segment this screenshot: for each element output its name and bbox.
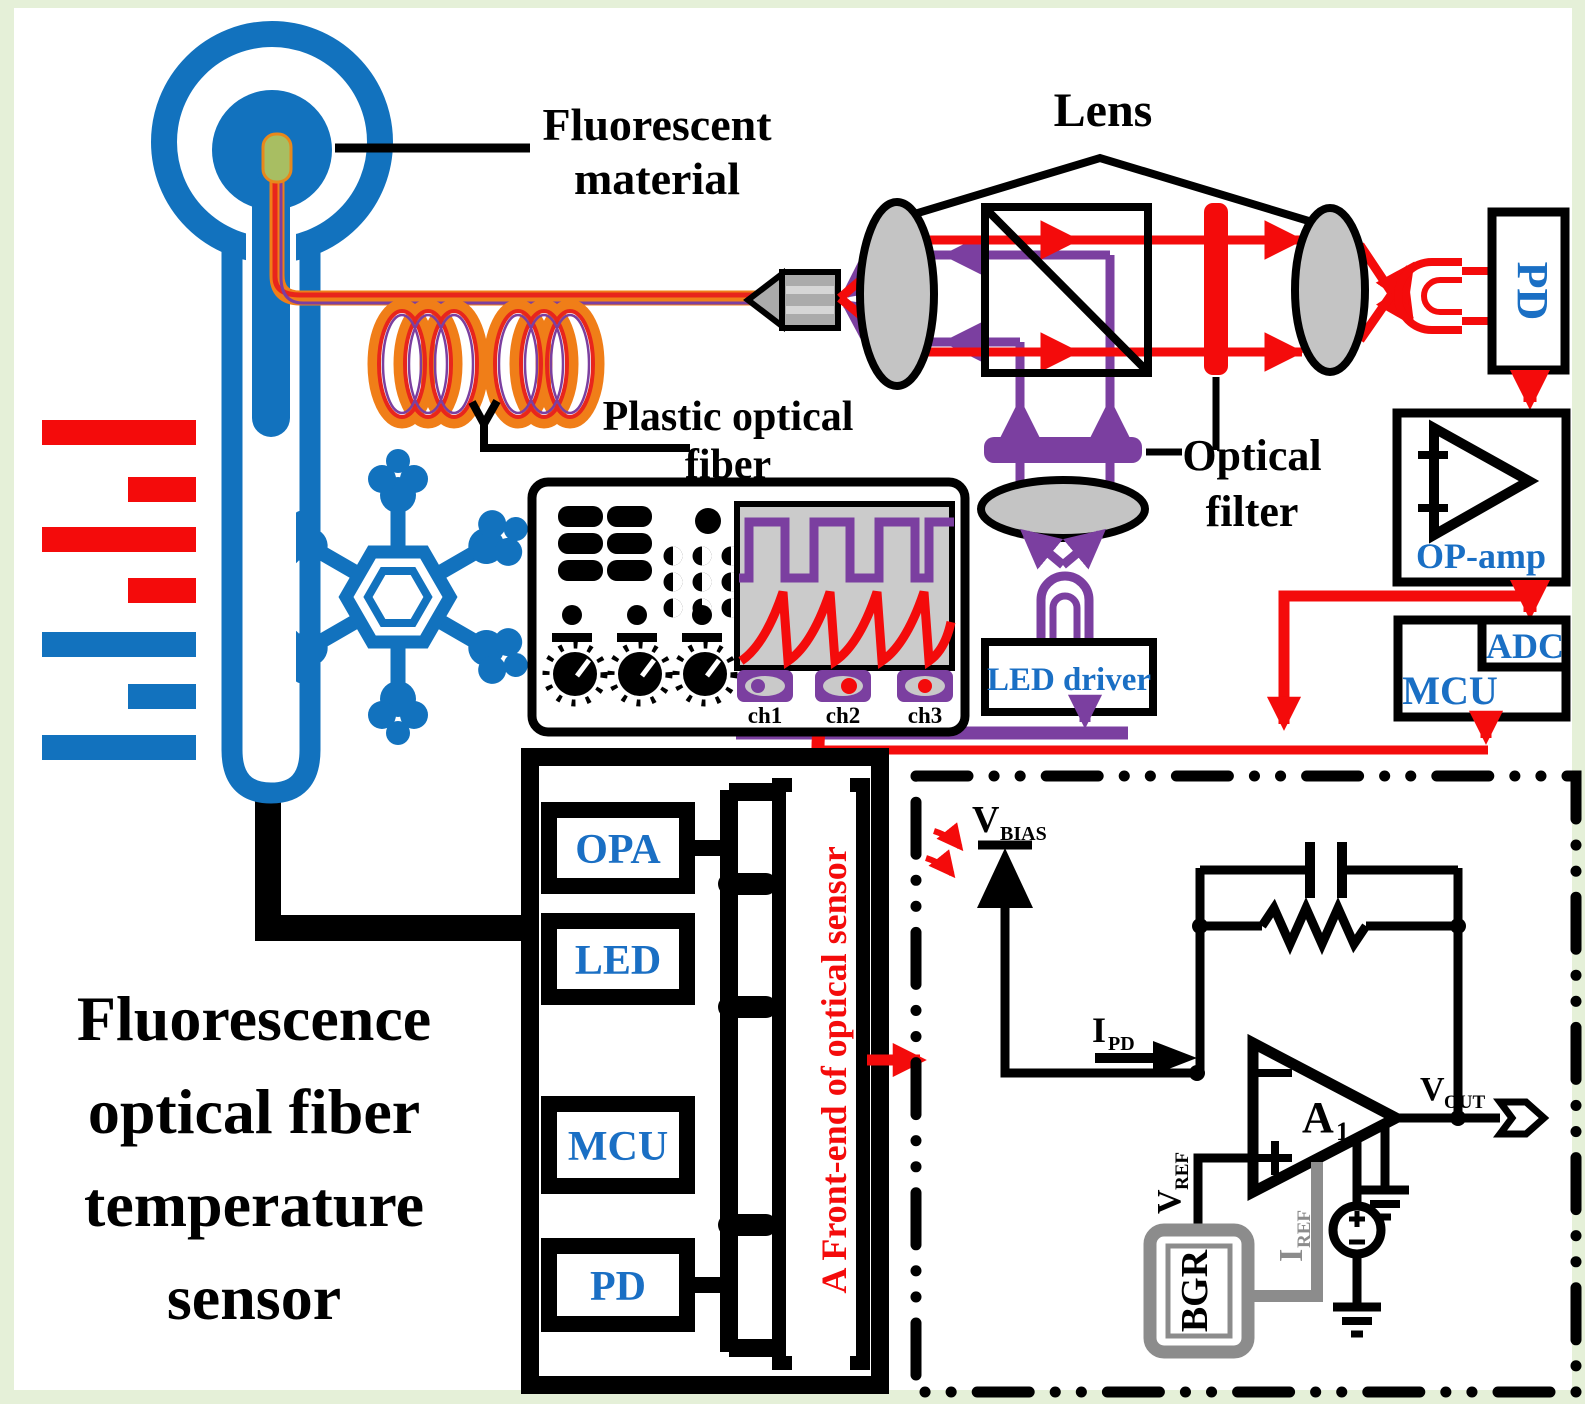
ch2-label: ch2: [826, 703, 861, 728]
purple-optical-filter: [984, 437, 1142, 463]
fluorescent-material-label-line2: material: [574, 153, 740, 204]
front-end-boundary-box: [910, 770, 1582, 1398]
vref-label: V REF: [1151, 1152, 1193, 1214]
opamp-triangle-icon: [1429, 419, 1540, 544]
ipd-label: I PD: [1092, 1010, 1135, 1055]
led-symbol: [1036, 571, 1094, 640]
coil-1: [367, 299, 489, 429]
square-wave-trace: [739, 517, 954, 583]
title-line4: sensor: [167, 1262, 341, 1333]
led-driver-module: LED driver: [981, 638, 1157, 716]
chip-mcu-label: MCU: [568, 1124, 668, 1170]
focusing-lens: [1291, 204, 1369, 376]
vref-main: V: [1151, 1189, 1188, 1214]
mcu-module: ADC MCU: [1393, 615, 1571, 722]
vref-wire: [1193, 1153, 1253, 1230]
vout-main: V: [1420, 1071, 1445, 1108]
oscilloscope-small-controls: [552, 605, 722, 642]
pd-module: PD: [1487, 207, 1570, 375]
opamp-module: OP-amp: [1392, 408, 1571, 587]
resistor-icon: [1258, 896, 1370, 956]
vbias-label: V BIAS: [972, 799, 1047, 845]
vbias-sub: BIAS: [1000, 823, 1047, 845]
red-optical-filter: [1204, 203, 1228, 375]
vout-terminal-icon: [1493, 1098, 1550, 1138]
led-driver-label: LED driver: [987, 662, 1151, 698]
chip-led-label: LED: [575, 938, 661, 984]
iref-sub: REF: [1294, 1210, 1315, 1248]
label-optical-filter: Optical filter: [1146, 377, 1322, 536]
vbias-main: V: [972, 799, 1000, 841]
coil-2: [483, 299, 605, 429]
sensor-chip: OPA LED MCU PD A Front-end of optical se…: [521, 748, 889, 1394]
adc-label: ADC: [1486, 626, 1564, 666]
current-source-icon: [1328, 1137, 1386, 1305]
oscilloscope-knobs: [546, 645, 734, 703]
pd-label: PD: [1508, 262, 1557, 321]
iref-label: I REF: [1273, 1210, 1315, 1262]
plastic-fiber-label-line1: Plastic optical: [603, 394, 854, 440]
feedback-network: [1195, 842, 1463, 1118]
probe-to-chip-wire: [255, 788, 540, 941]
title-line1: Fluorescence: [77, 983, 431, 1054]
bgr-label: BGR: [1174, 1249, 1216, 1332]
front-end-label: A Front-end of optical sensor: [814, 846, 854, 1293]
a1-main: A: [1302, 1093, 1334, 1142]
ipd-main: I: [1092, 1010, 1106, 1050]
amplifier-a1: A 1: [1247, 1033, 1408, 1202]
oscilloscope-channel-ports: [737, 670, 953, 702]
system-title: Fluorescence optical fiber temperature s…: [77, 983, 431, 1333]
iref-main: I: [1273, 1249, 1310, 1262]
fluorescent-material-tip: [261, 132, 293, 184]
photodiode-symbol: [1394, 258, 1492, 334]
vout-sub: OUT: [1444, 1092, 1486, 1113]
label-fluorescent-material: Fluorescent material: [335, 99, 772, 204]
beam-splitter: [981, 203, 1152, 377]
optical-filter-label-line1: Optical: [1182, 431, 1321, 480]
mcu-label: MCU: [1402, 668, 1498, 713]
optical-filter-label-line2: filter: [1206, 487, 1299, 536]
bgr-block: BGR: [1143, 1223, 1255, 1359]
chip-opa-label: OPA: [575, 827, 661, 873]
circuit-photodiode: [977, 840, 1193, 1078]
oscilloscope: ch1 ch2 ch3: [527, 477, 970, 737]
a1-sub: 1: [1336, 1117, 1349, 1146]
led-lens: [977, 476, 1149, 542]
fiber-coils: [367, 299, 605, 429]
label-plastic-optical-fiber: Plastic optical fiber: [468, 394, 854, 488]
chip-block-opa: [541, 802, 695, 894]
photon-arrows-icon: [925, 822, 964, 879]
ch1-label: ch1: [748, 703, 783, 728]
temperature-scale-icon: [42, 420, 196, 760]
led-beam-fan: [1019, 528, 1107, 570]
label-lens: Lens: [876, 84, 1324, 229]
collimating-lens: [856, 198, 938, 390]
iref-wire: [1248, 1162, 1323, 1302]
snowflake-icon: [255, 449, 541, 745]
opamp-branch-arrow: [1266, 590, 1528, 731]
lens-label: Lens: [1054, 84, 1153, 137]
opamp-label: OP-amp: [1416, 536, 1546, 576]
ipd-sub: PD: [1108, 1033, 1135, 1055]
vref-sub: REF: [1172, 1152, 1193, 1190]
vout-label: V OUT: [1420, 1071, 1486, 1113]
receiver-circuit: V BIAS I PD: [925, 799, 1550, 1359]
chip-pd-label: PD: [590, 1264, 646, 1310]
fiber-ferrule-icon: [743, 267, 841, 333]
oscilloscope-buttons: [558, 506, 721, 581]
title-line2: optical fiber: [88, 1076, 420, 1147]
chip-block-led: [541, 913, 695, 1005]
ch3-label: ch3: [908, 703, 943, 728]
fluorescent-material-label-line1: Fluorescent: [542, 99, 772, 150]
title-line3: temperature: [84, 1169, 424, 1240]
chip-block-mcu: [541, 1096, 695, 1194]
decay-wave-trace: [738, 590, 956, 670]
oscilloscope-screen: [734, 501, 956, 671]
chip-block-pd: [541, 1238, 695, 1332]
optical-fiber: [269, 165, 757, 306]
